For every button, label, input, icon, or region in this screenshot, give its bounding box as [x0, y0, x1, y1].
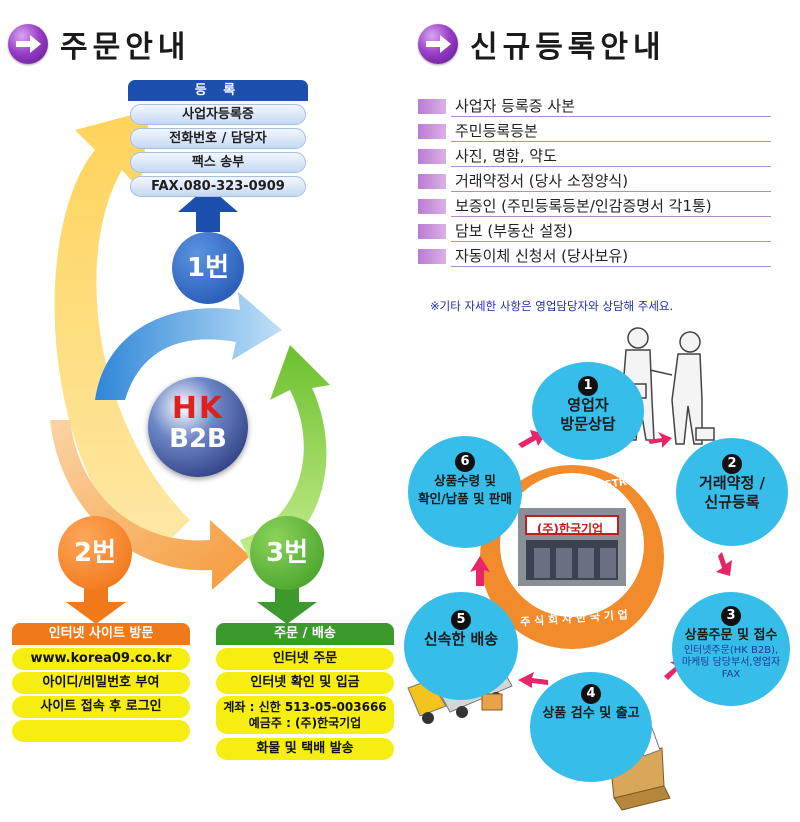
step-number: 2 — [722, 454, 742, 474]
step-number: 4 — [581, 684, 601, 704]
delivery-item: 화물 및 택배 발송 — [216, 738, 394, 760]
up-arrow-step1 — [178, 186, 238, 232]
step-number: 5 — [451, 610, 471, 630]
yellow-arrow — [54, 110, 190, 560]
step-subtitle: 인터넷주문(HK B2B), 마케팅 담당부서,영업자 FAX — [681, 645, 781, 680]
process-step-3: 3 상품주문 및 접수 인터넷주문(HK B2B), 마케팅 담당부서,영업자 … — [672, 592, 790, 706]
account-number: 계좌 : 신한 513-05-003666 — [223, 700, 387, 714]
list-bullet-icon — [418, 174, 446, 189]
registration-item-text: 보증인 (주민등록등본/인감증명서 각1통) — [451, 196, 771, 217]
logo-hk: HK — [171, 391, 225, 426]
step-title: 거래약정 / 신규등록 — [699, 474, 765, 511]
list-bullet-icon — [418, 99, 446, 114]
account-info: 계좌 : 신한 513-05-003666 예금주 : (주)한국기업 — [216, 696, 394, 734]
list-bullet-icon — [418, 149, 446, 164]
step-number: 3 — [721, 606, 741, 626]
list-bullet-icon — [418, 249, 446, 264]
step-number: 1 — [578, 376, 598, 396]
logo-b2b: B2B — [169, 424, 227, 454]
process-step-4: 4 상품 검수 및 출고 — [530, 672, 652, 782]
registration-section-title: 신규등록안내 — [470, 30, 666, 65]
process-step-5: 5 신속한 배송 — [404, 592, 518, 700]
process-step-6: 6 상품수령 및 확인/납품 및 판매 — [408, 436, 522, 548]
orange-arrow — [50, 420, 250, 590]
step-title: 영업자 방문상담 — [560, 396, 616, 433]
website-link[interactable]: www.korea09.co.kr — [12, 648, 190, 670]
process-step-2: 2 거래약정 / 신규등록 — [676, 438, 788, 546]
cycle-arrows-graphic — [50, 110, 330, 624]
down-arrow-step2 — [66, 586, 126, 624]
arrow-icon — [418, 24, 458, 64]
list-bullet-icon — [418, 224, 446, 239]
process-graphics — [407, 327, 732, 811]
list-bullet-icon — [418, 124, 446, 139]
step3-label: 3번 — [265, 538, 308, 568]
order-section-title: 주문안내 — [60, 30, 191, 65]
delivery-item: 인터넷 확인 및 입금 — [216, 672, 394, 694]
delivery-box-header: 주문 / 배송 — [216, 623, 394, 645]
step-title: 상품 검수 및 출고 — [542, 706, 640, 721]
down-arrow-step3 — [257, 586, 317, 624]
register-item-fax: FAX.080-323-0909 — [130, 176, 306, 197]
step-title: 상품수령 및 확인/납품 및 판매 — [418, 473, 512, 506]
blue-arrow — [95, 292, 282, 400]
register-item: 사업자등록증 — [130, 104, 306, 125]
step2-label: 2번 — [73, 538, 116, 568]
register-box-header: 등 록 — [128, 80, 308, 101]
internet-item: 사이트 접속 후 로그인 — [12, 696, 190, 718]
internet-item: 아이디/비밀번호 부여 — [12, 672, 190, 694]
registration-item-text: 사진, 명함, 약도 — [451, 146, 771, 167]
process-step-1: 1 영업자 방문상담 — [532, 362, 644, 460]
step-number: 6 — [455, 452, 475, 472]
step2-circle: 2번 — [58, 516, 132, 590]
internet-box-header: 인터넷 사이트 방문 — [12, 623, 190, 645]
hk-b2b-logo: HK B2B — [148, 377, 248, 477]
registration-item-text: 담보 (부동산 설정) — [451, 221, 771, 242]
registration-item-text: 주민등록등본 — [451, 121, 771, 142]
internet-item-empty — [12, 720, 190, 742]
company-sign: (주)한국기업 — [536, 522, 604, 536]
step-title: 상품주문 및 접수 — [684, 628, 778, 643]
registration-item-text: 사업자 등록증 사본 — [451, 96, 771, 117]
registration-item-text: 거래약정서 (당사 소정양식) — [451, 171, 771, 192]
registration-note: ※기타 자세한 사항은 영업담당자와 상담해 주세요. — [430, 299, 674, 313]
step-title: 신속한 배송 — [423, 630, 499, 648]
account-holder: 예금주 : (주)한국기업 — [248, 716, 362, 730]
register-item: 전화번호 / 담당자 — [130, 128, 306, 149]
register-item: 팩스 송부 — [130, 152, 306, 173]
green-arrow — [240, 345, 330, 565]
arrow-icon — [8, 24, 48, 64]
list-bullet-icon — [418, 199, 446, 214]
delivery-item: 인터넷 주문 — [216, 648, 394, 670]
step1-circle: 1번 — [172, 232, 244, 304]
step1-label: 1번 — [186, 253, 229, 283]
registration-item-text: 자동이체 신청서 (당사보유) — [451, 246, 771, 267]
step3-circle: 3번 — [250, 516, 324, 590]
